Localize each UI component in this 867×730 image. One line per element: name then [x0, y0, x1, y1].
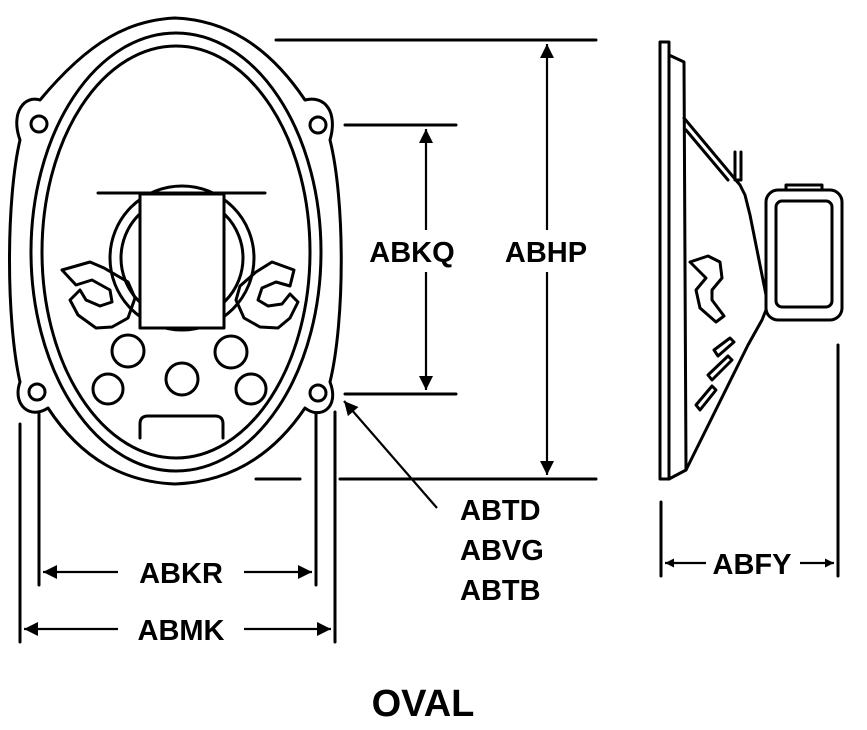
- gasket-ring-inner: [40, 44, 312, 460]
- dimension-abmk: ABMK: [18, 410, 337, 647]
- diagram-title: OVAL: [372, 683, 475, 725]
- label-abhp: ABHP: [505, 237, 587, 269]
- label-abkq: ABKQ: [369, 237, 454, 269]
- dimension-abhp: ABHP: [254, 38, 598, 481]
- terminal-lug-right: [234, 260, 300, 330]
- label-abfy: ABFY: [713, 549, 792, 581]
- speaker-front-view: [8, 16, 343, 486]
- label-abmk: ABMK: [138, 615, 225, 647]
- mounting-holes: [27, 114, 328, 403]
- magnet-bar: [138, 192, 226, 330]
- magnet-outer: [108, 184, 256, 332]
- label-abtd: ABTD: [460, 495, 541, 527]
- frame-outline: [8, 16, 343, 486]
- label-abkr: ABKR: [139, 558, 223, 590]
- dimension-abkr: ABKR: [37, 412, 318, 590]
- label-abvg: ABVG: [460, 535, 544, 567]
- gasket-ring-outer: [29, 31, 323, 473]
- label-abtb: ABTB: [460, 575, 541, 607]
- dimension-abkq: ABKQ: [343, 123, 458, 396]
- speaker-side-view: [658, 40, 844, 481]
- dimension-abfy: ABFY: [659, 343, 840, 581]
- vent-holes: [91, 333, 268, 406]
- bottom-tab: [138, 414, 225, 440]
- dimension-abtd-leader: ABTD ABVG ABTB: [343, 400, 544, 607]
- terminal-lug-left: [60, 260, 137, 330]
